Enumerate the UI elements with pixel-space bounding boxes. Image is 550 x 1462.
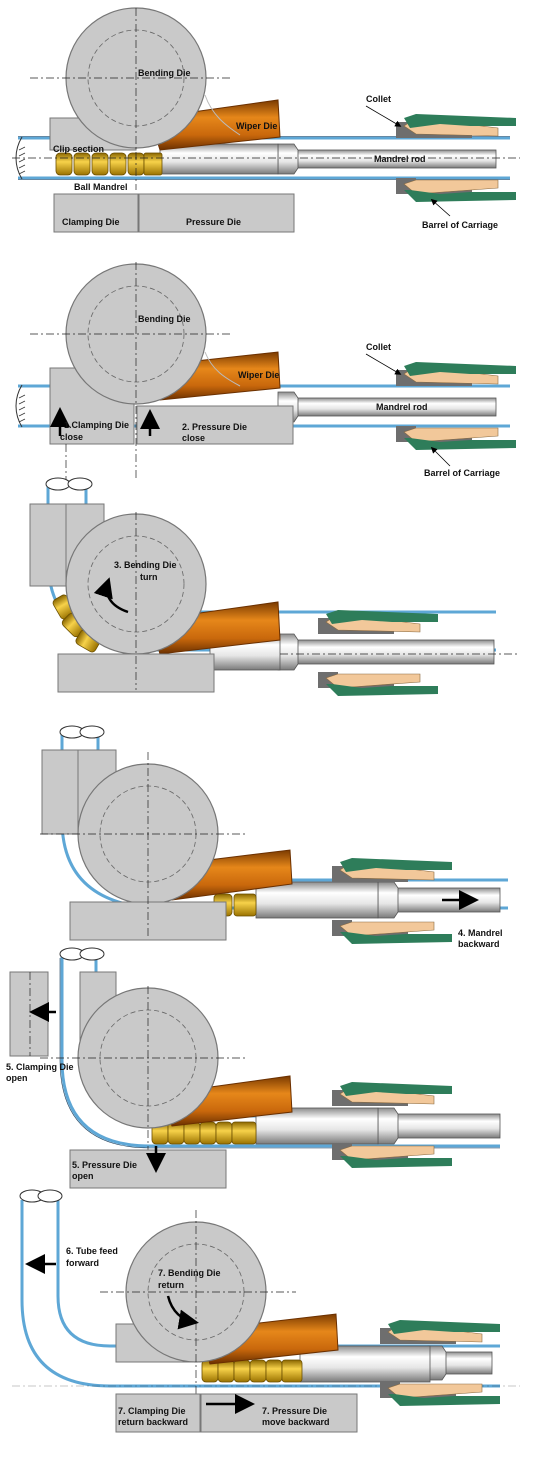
- step-6-feed-and-return: 6. Tube feed forward 7. Bending Die retu…: [12, 1189, 520, 1433]
- label-pressure-move-line2: move backward: [262, 1417, 330, 1427]
- label-bend-return-line2: return: [158, 1280, 184, 1290]
- step-4-mandrel-backward: 4. Mandrel backward: [40, 725, 508, 949]
- mandrel-nut: [277, 143, 299, 175]
- mandrel-rod: [391, 887, 501, 913]
- label-clamping-close-line2: close: [60, 432, 83, 442]
- label-bend-turn-line1: 3. Bending Die: [114, 560, 177, 570]
- pressure-die: [200, 1393, 358, 1433]
- mandrel-body: [255, 881, 379, 919]
- label-wiper-die: Wiper Die: [236, 121, 277, 131]
- collet-and-barrel: [318, 610, 438, 696]
- bent-tube-inner: [56, 1200, 500, 1348]
- label-tube-feed-line1: 6. Tube feed: [66, 1246, 118, 1256]
- label-mandrel-back-line1: 4. Mandrel: [458, 928, 503, 938]
- collet-and-barrel: [365, 353, 516, 467]
- step-1-setup: Bending Die Wiper Die Clip section Ball …: [12, 7, 520, 233]
- label-clamping-close-line1: 1.Clamping Die: [64, 420, 129, 430]
- label-bending-die: Bending Die: [138, 68, 191, 78]
- label-ball-mandrel: Ball Mandrel: [74, 182, 128, 192]
- label-pressure-open-line1: 5. Pressure Die: [72, 1160, 137, 1170]
- label-pressure-die: Pressure Die: [186, 217, 241, 227]
- collet-and-barrel: [365, 105, 516, 217]
- label-clamp-return-line1: 7. Clamping Die: [118, 1406, 186, 1416]
- collet-and-barrel: [380, 1320, 500, 1406]
- label-clip-section: Clip section: [53, 144, 104, 154]
- bent-tube: [20, 1200, 500, 1388]
- collet-and-barrel: [332, 1082, 452, 1168]
- clamping-die: [9, 971, 49, 1057]
- label-mandrel-rod: Mandrel rod: [376, 402, 428, 412]
- ball-mandrel: [201, 1359, 303, 1383]
- label-bend-return-line1: 7. Bending Die: [158, 1268, 221, 1278]
- collet-and-barrel: [332, 858, 452, 944]
- rotation-arrow: [93, 577, 129, 614]
- label-mandrel-back-line2: backward: [458, 939, 500, 949]
- label-clamp-open-line2: open: [6, 1073, 28, 1083]
- ball-mandrel: [55, 152, 163, 176]
- label-collet: Collet: [366, 94, 391, 104]
- label-mandrel-rod: Mandrel rod: [374, 154, 426, 164]
- mandrel-nut: [277, 633, 299, 671]
- label-pressure-close-line1: 2. Pressure Die: [182, 422, 247, 432]
- bending-die-return-arrow: [166, 1295, 199, 1330]
- label-collet: Collet: [366, 342, 391, 352]
- mandrel-rod: [391, 1113, 501, 1139]
- bent-tube: [60, 956, 500, 1148]
- mandrel-rod: [439, 1351, 493, 1375]
- label-pressure-close-line2: close: [182, 433, 205, 443]
- step-2-clamp-and-pressure-close: Bending Die Wiper Die 1.Clamping Die clo…: [15, 262, 516, 480]
- label-clamp-open-line1: 5. Clamping Die: [6, 1062, 74, 1072]
- clamping-die-backward: [115, 1393, 201, 1433]
- mandrel-nut: [377, 881, 399, 919]
- label-pressure-open-line2: open: [72, 1171, 94, 1181]
- label-wiper-die: Wiper Die: [238, 370, 279, 380]
- label-clamp-return-line2: return backward: [118, 1417, 188, 1427]
- label-clamping-die: Clamping Die: [62, 217, 120, 227]
- mandrel-nut: [377, 1107, 399, 1145]
- step-5-clamp-and-pressure-open: 5. Clamping Die open 5. Pressure Die ope…: [6, 947, 501, 1189]
- clamping-die: [53, 193, 139, 233]
- label-bending-die: Bending Die: [138, 314, 191, 324]
- pressure-die: [136, 405, 294, 445]
- label-bend-turn-line2: turn: [140, 572, 158, 582]
- label-barrel-of-carriage: Barrel of Carriage: [424, 468, 500, 478]
- pressure-die: [138, 193, 295, 233]
- label-tube-feed-line2: forward: [66, 1258, 99, 1268]
- label-pressure-move-line1: 7. Pressure Die: [262, 1406, 327, 1416]
- mandrel-nut: [427, 1345, 447, 1381]
- label-barrel-of-carriage: Barrel of Carriage: [422, 220, 498, 230]
- step-3-bending-die-turn: 3. Bending Die turn: [29, 477, 520, 696]
- mandrel-rod: [289, 639, 495, 665]
